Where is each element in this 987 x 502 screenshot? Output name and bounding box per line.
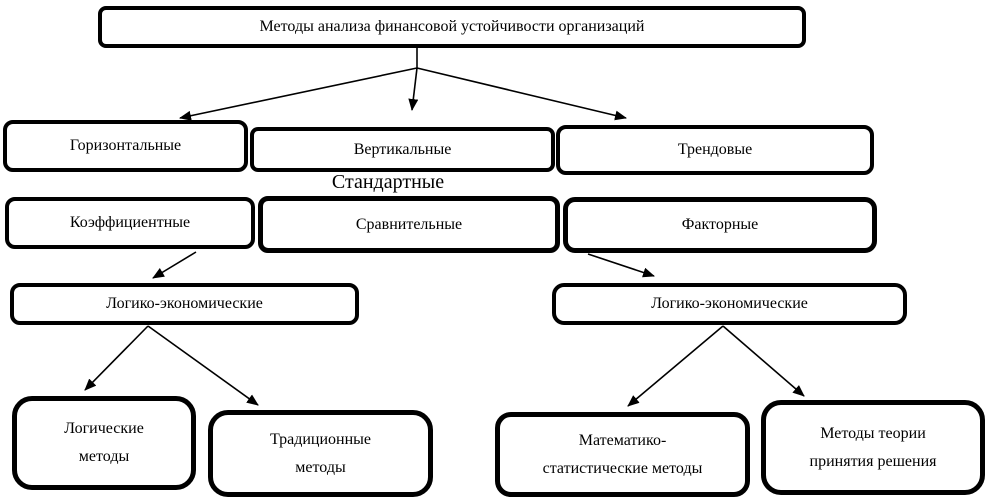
arrow-logic-econ-right-to-math-stat: [627, 325, 724, 407]
node-traditional-methods-label: Традиционные методы: [269, 430, 372, 476]
node-logic-econ-right: Логико-экономические: [552, 283, 907, 325]
node-traditional-methods: Традиционные методы: [208, 410, 433, 497]
node-coefficient: Коэффициентные: [5, 197, 255, 249]
node-logic-econ-left-label: Логико-экономические: [106, 295, 263, 312]
node-trend-label: Трендовые: [677, 141, 753, 158]
node-decision-theory-methods-label: Методы теории принятия решения: [809, 424, 937, 470]
node-horizontal: Горизонтальные: [3, 120, 248, 172]
node-comparative: Сравнительные: [258, 196, 560, 253]
node-comparative-label: Сравнительные: [355, 215, 463, 233]
node-math-stat-methods: Математико- статистические методы: [495, 412, 750, 497]
node-math-stat-methods-label: Математико- статистические методы: [542, 431, 703, 477]
node-title-label: Методы анализа финансовой устойчивости о…: [259, 18, 645, 35]
arrow-title-to-trend: [416, 67, 627, 121]
node-horizontal-label: Горизонтальные: [69, 137, 182, 154]
arrow-coefficient-to-logic-econ-left: [152, 251, 197, 279]
arrow-logic-econ-right-to-decision: [722, 325, 805, 397]
node-logic-econ-left: Логико-экономические: [10, 283, 359, 325]
node-factor-label: Факторные: [681, 216, 759, 233]
node-coefficient-label: Коэффициентные: [69, 214, 191, 231]
node-logic-econ-right-label: Логико-экономические: [651, 295, 808, 312]
node-factor: Факторные: [563, 197, 877, 253]
arrow-factor-to-logic-econ-right: [587, 253, 655, 278]
group-label-standard: Стандартные: [331, 171, 445, 193]
arrow-logic-econ-left-to-logical: [84, 325, 149, 391]
arrow-title-to-horizontal: [179, 67, 418, 121]
node-vertical-label: Вертикальные: [353, 140, 452, 158]
arrow-logic-econ-left-to-traditional: [147, 325, 259, 406]
node-vertical: Вертикальные: [250, 127, 555, 172]
arrow-title-to-vertical: [408, 67, 419, 111]
node-logical-methods: Логические методы: [12, 396, 196, 490]
node-logical-methods-label: Логические методы: [64, 420, 144, 465]
node-trend: Трендовые: [556, 125, 874, 175]
node-decision-theory-methods: Методы теории принятия решения: [761, 400, 985, 495]
node-title: Методы анализа финансовой устойчивости о…: [98, 6, 806, 48]
